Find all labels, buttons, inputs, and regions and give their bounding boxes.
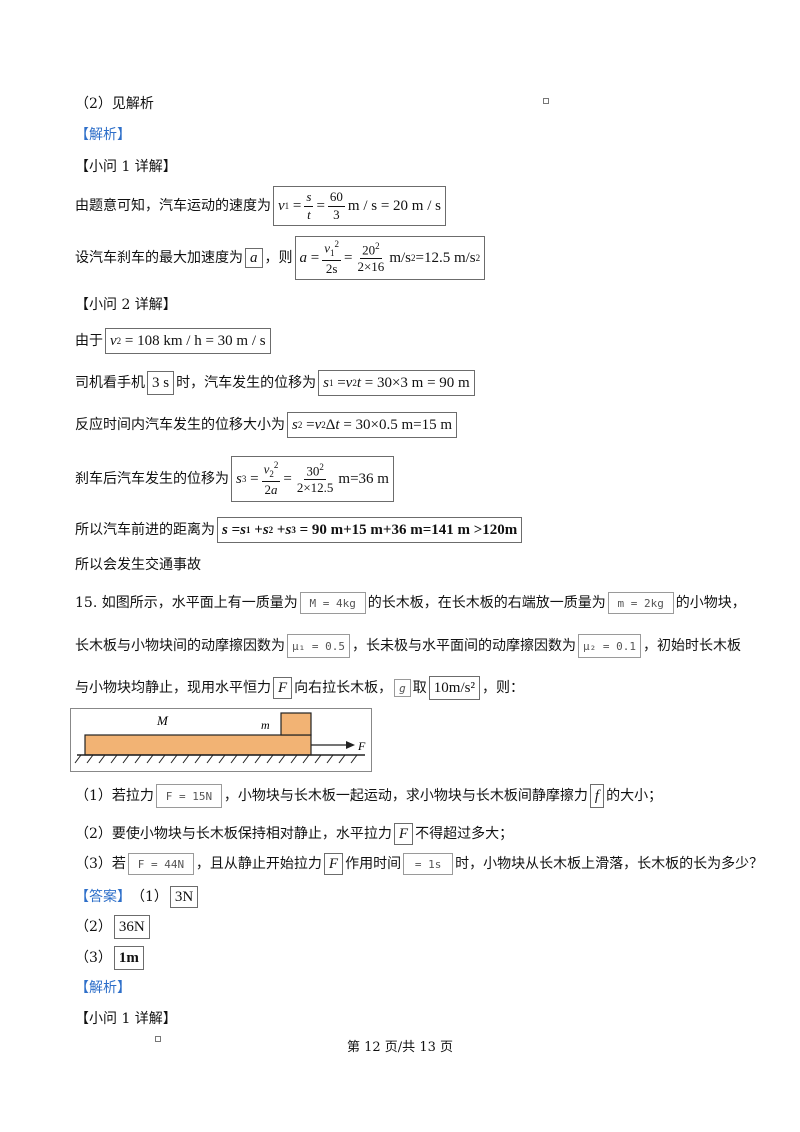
mu2-box: μ₂ = 0.1 xyxy=(577,634,641,658)
q15-line-3: 与小物块均静止，现用水平恒力 F 向右拉长木板， g 取 10m/s² ，则： xyxy=(75,676,524,700)
sub-question-1-heading-2: 【小问 1 详解】 xyxy=(75,1011,177,1027)
label-m: m xyxy=(261,718,270,732)
sub-question-1-heading: 【小问 1 详解】 xyxy=(75,159,177,175)
g-box: g xyxy=(394,679,411,697)
time-1s-box: = 1s xyxy=(403,853,454,875)
page-footer: 第 12 页/共 13 页 xyxy=(347,1040,453,1055)
q15-line-2: 长木板与小物块间的动摩擦因数为 μ₁ = 0.5 ，长未极与水平面间的动摩擦因数… xyxy=(75,634,741,658)
small-block xyxy=(280,712,312,736)
answer-3-box: 1m xyxy=(113,946,144,970)
time-3s: 3 s xyxy=(147,371,175,395)
mass-m-box: m = 2kg xyxy=(607,592,674,614)
force-15N-box: F = 15N xyxy=(155,784,222,808)
force-arrow-head xyxy=(346,741,355,749)
mass-M-box: M = 4kg xyxy=(299,592,366,614)
answer-line-1: 【答案】 （1） 3N xyxy=(75,886,200,908)
analysis-label: 【解析】 xyxy=(75,127,131,143)
symbol-a: a xyxy=(245,248,263,268)
corner-mark xyxy=(155,1036,161,1042)
answer-line-2: （2） 36N xyxy=(75,915,152,939)
line-conclusion: 所以会发生交通事故 xyxy=(75,557,201,573)
answer-line-3: （3） 1m xyxy=(75,946,146,970)
q15-part-1: （1）若拉力 F = 15N ，小物块与长木板一起运动，求小物块与长木板间静摩擦… xyxy=(75,784,662,808)
ground-hatching xyxy=(74,754,358,764)
force-F-box-3: F xyxy=(323,853,344,875)
line-answer-2: （2）见解析 xyxy=(75,96,154,112)
answer-label: 【答案】 xyxy=(75,889,131,905)
answer-1-box: 3N xyxy=(169,886,199,908)
label-M: M xyxy=(156,713,169,728)
q15-line-1: 15. 如图所示，水平面上有一质量为 M = 4kg 的长木板，在长木板的右端放… xyxy=(75,592,746,614)
corner-mark xyxy=(543,98,549,104)
long-board xyxy=(84,734,312,756)
sub-question-2-heading: 【小问 2 详解】 xyxy=(75,297,177,313)
q15-part-2: （2）要使小物块与长木板保持相对静止，水平拉力 F 不得超过多大； xyxy=(75,823,513,845)
mu1-box: μ₁ = 0.5 xyxy=(287,634,350,658)
answer-2-box: 36N xyxy=(113,915,150,939)
force-F-box-2: F xyxy=(393,823,414,845)
g-value-box: 10m/s² xyxy=(428,676,480,700)
force-44N-box: F = 44N xyxy=(127,853,194,875)
friction-f-box: f xyxy=(589,784,605,808)
force-F-box: F xyxy=(273,677,293,699)
label-F: F xyxy=(357,739,366,753)
board-block-diagram: M m F xyxy=(70,708,372,772)
analysis-label-2: 【解析】 xyxy=(75,980,131,996)
q15-part-3: （3）若 F = 44N ，且从静止开始拉力 F 作用时间 = 1s 时，小物块… xyxy=(75,853,763,875)
